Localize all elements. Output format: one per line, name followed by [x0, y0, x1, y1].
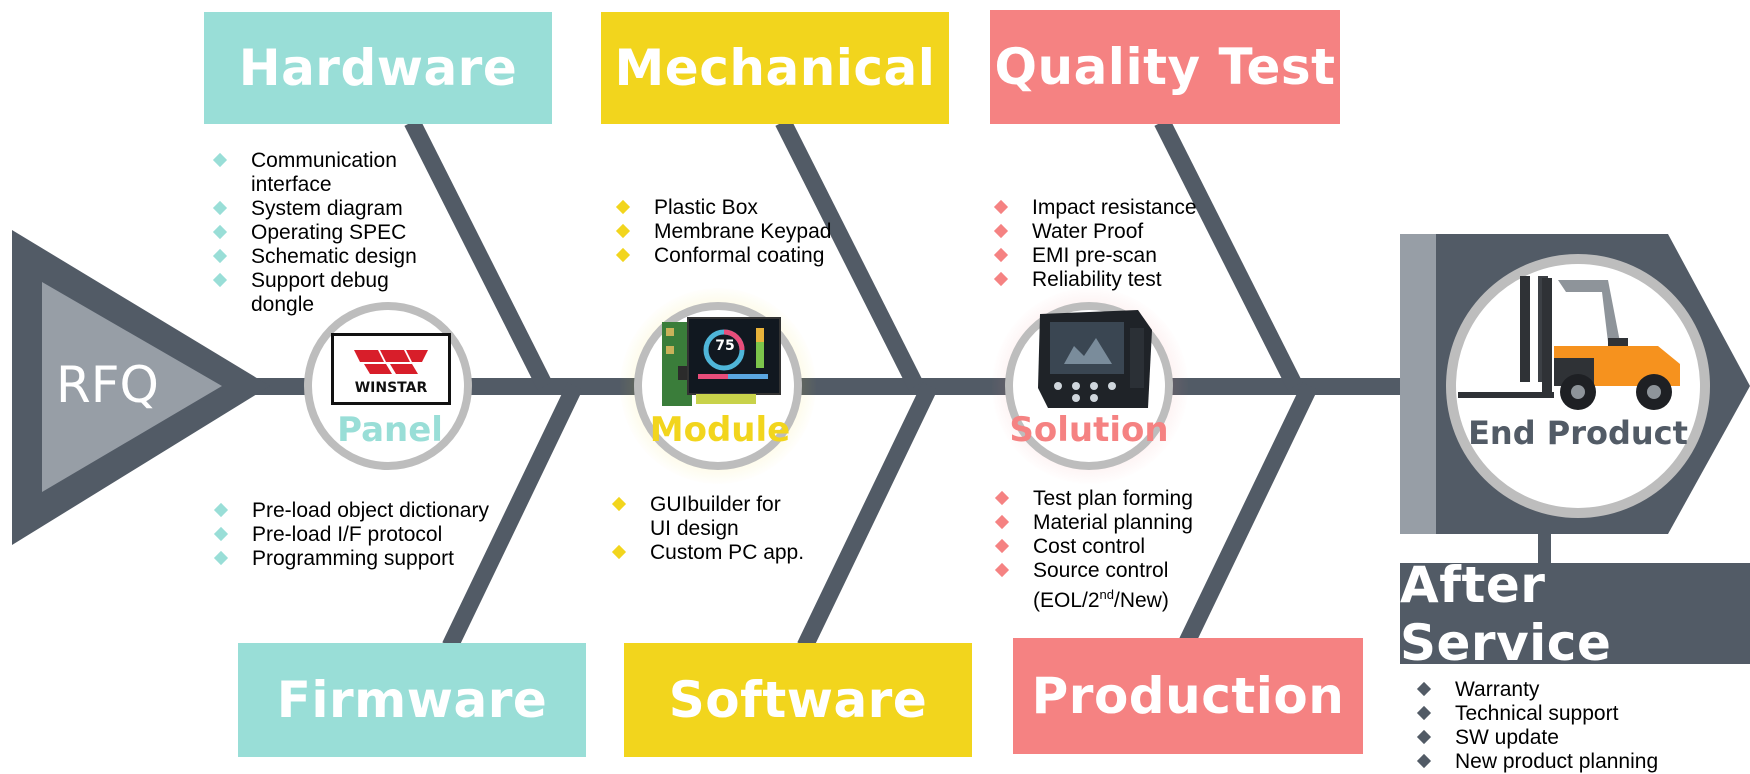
after-service-list: Warranty Technical support SW update New…	[1411, 678, 1711, 774]
list-item: GUIbuilder for UI design	[606, 493, 806, 541]
mechanical-box: Mechanical	[601, 12, 949, 124]
list-item: Source control (EOL/2nd/New)	[989, 559, 1249, 613]
end-product-label: End Product	[1468, 414, 1688, 452]
hardware-title: Hardware	[238, 39, 518, 97]
production-title: Production	[1031, 667, 1345, 725]
list-item: EMI pre-scan	[988, 244, 1248, 268]
module-display-value: 75	[715, 338, 735, 354]
list-item: SW update	[1411, 726, 1711, 750]
winstar-logo-text: WINSTAR	[354, 380, 428, 396]
module-label: Module	[649, 410, 791, 450]
list-item: Conformal coating	[610, 244, 870, 268]
hardware-box: Hardware	[204, 12, 552, 124]
after-service-title: After Service	[1400, 555, 1612, 672]
rfq-label: RFQ	[56, 356, 159, 414]
software-title: Software	[668, 671, 928, 729]
after-service-box: After Service	[1400, 556, 1750, 672]
list-item: Test plan forming	[989, 487, 1249, 511]
bone-firmware	[442, 382, 583, 650]
production-list: Test plan forming Material planning Cost…	[989, 487, 1249, 613]
list-item: Material planning	[989, 511, 1249, 535]
hardware-list: Communication interface System diagram O…	[207, 149, 457, 317]
winstar-mark-icon	[354, 350, 428, 374]
quality-test-list: Impact resistance Water Proof EMI pre-sc…	[988, 196, 1248, 292]
module-board-icon	[662, 317, 781, 406]
list-item: Communication interface	[207, 149, 457, 197]
list-item: Schematic design	[207, 245, 457, 269]
list-item: Plastic Box	[610, 196, 870, 220]
list-item: Technical support	[1411, 702, 1711, 726]
list-item: Pre-load I/F protocol	[208, 523, 508, 547]
list-item: New product planning	[1411, 750, 1711, 774]
production-source-control-detail: (EOL/2nd/New)	[1033, 587, 1169, 612]
list-item: Cost control	[989, 535, 1249, 559]
list-item: Operating SPEC	[207, 221, 457, 245]
winstar-logo: WINSTAR	[331, 333, 451, 405]
solution-device-icon	[1038, 310, 1152, 408]
solution-label: Solution	[1009, 410, 1169, 450]
mechanical-title: Mechanical	[614, 39, 936, 97]
mechanical-list: Plastic Box Membrane Keypad Conformal co…	[610, 196, 870, 268]
production-box: Production	[1013, 638, 1363, 754]
production-source-control: Source control	[1033, 559, 1169, 582]
software-box: Software	[624, 643, 972, 757]
firmware-list: Pre-load object dictionary Pre-load I/F …	[208, 499, 508, 571]
list-item: Warranty	[1411, 678, 1711, 702]
firmware-title: Firmware	[276, 671, 548, 729]
list-item: Support debug dongle	[207, 269, 457, 317]
quality-test-box: Quality Test	[990, 10, 1340, 124]
software-list: GUIbuilder for UI design Custom PC app.	[606, 493, 806, 565]
bone-software	[797, 382, 938, 650]
rfq-head-inner	[42, 282, 222, 492]
list-item: Programming support	[208, 547, 508, 571]
panel-label: Panel	[337, 410, 443, 450]
quality-test-title: Quality Test	[994, 38, 1336, 96]
list-item: Impact resistance	[988, 196, 1248, 220]
firmware-box: Firmware	[238, 643, 586, 757]
after-service-connector	[1538, 530, 1551, 564]
list-item: Membrane Keypad	[610, 220, 870, 244]
list-item: Custom PC app.	[606, 541, 806, 565]
list-item: System diagram	[207, 197, 457, 221]
end-product-frame-accent	[1400, 234, 1436, 534]
forklift-icon	[1458, 276, 1680, 410]
list-item: Reliability test	[988, 268, 1248, 292]
list-item: Water Proof	[988, 220, 1248, 244]
list-item: Pre-load object dictionary	[208, 499, 508, 523]
